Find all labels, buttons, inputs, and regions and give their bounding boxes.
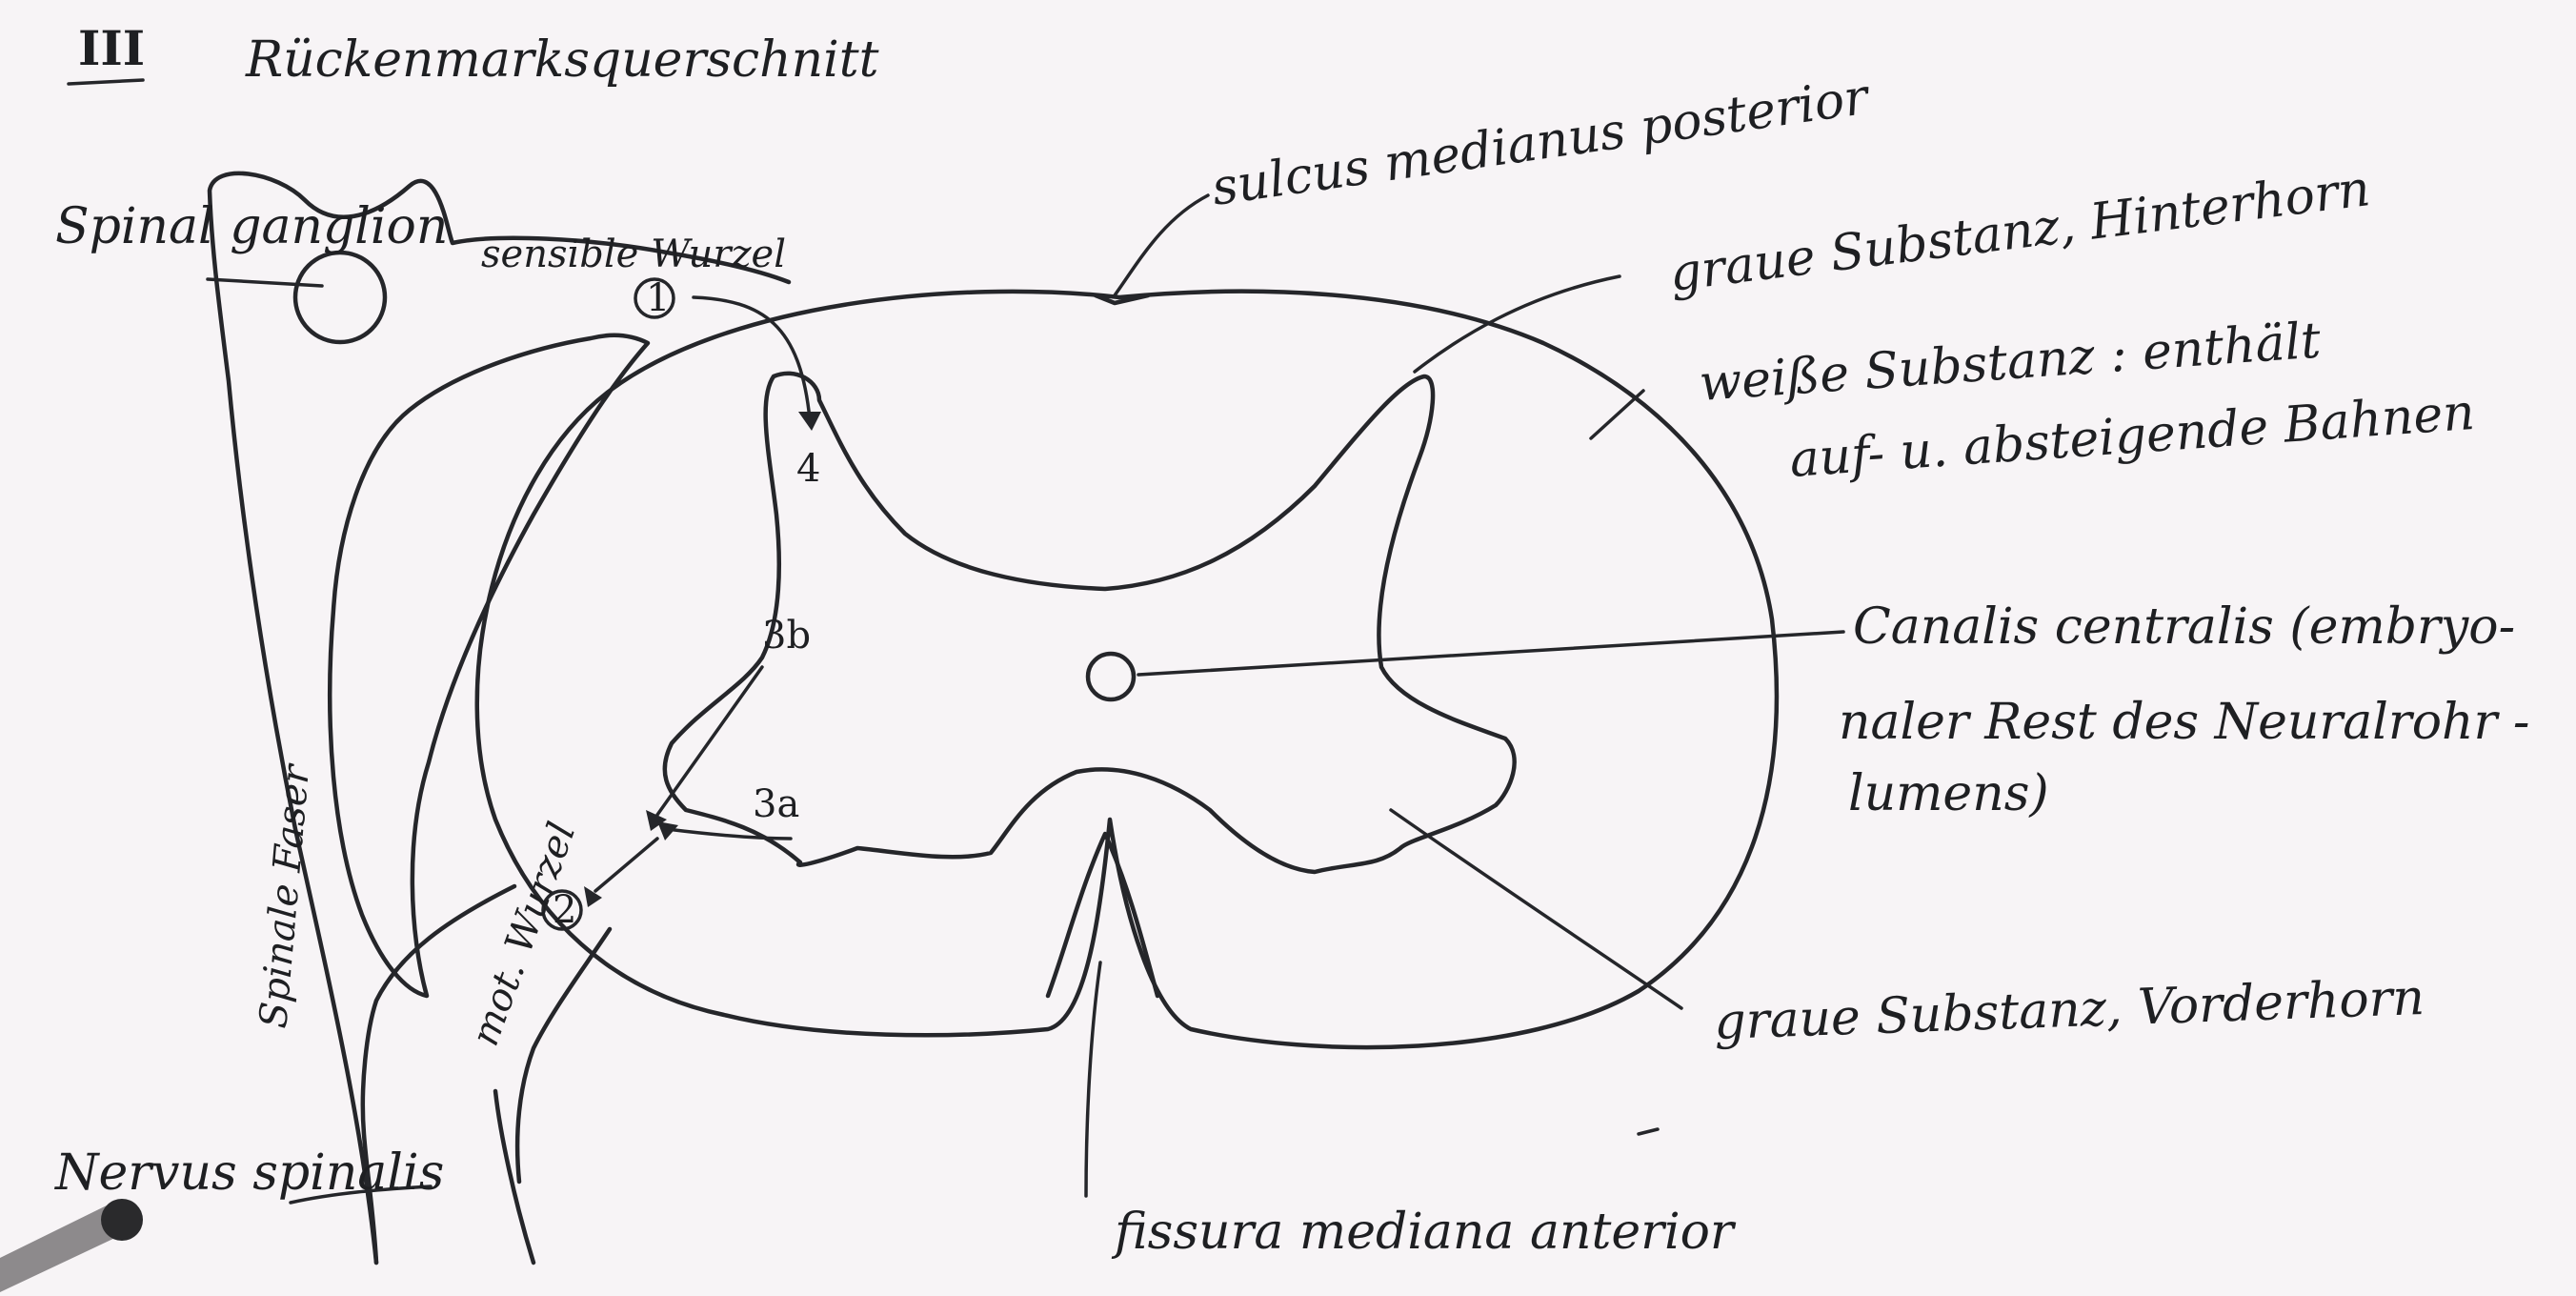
- leader-weisse: [1589, 389, 1645, 440]
- markers: 1 2 3a 3b 4: [541, 276, 820, 932]
- spinal-fiber-contour: [328, 333, 651, 999]
- label-mot-wurzel: mot. Wurzel: [463, 817, 584, 1051]
- pen-tip: [0, 1199, 143, 1292]
- spinal-ganglion-circle: [292, 250, 388, 345]
- marker-2: 2: [553, 888, 576, 932]
- leader-lines: [206, 193, 1845, 1205]
- arrow-head-2: [584, 886, 602, 907]
- fissura-groove: [1045, 831, 1160, 999]
- gray-matter-butterfly: [662, 371, 1517, 875]
- heading: III Rückenmarksquerschnitt: [67, 20, 879, 89]
- label-spinal-ganglion: Spinal ganglion: [55, 198, 448, 255]
- label-sensible-wurzel: sensible Wurzel: [481, 233, 786, 276]
- label-canalis-3: lumens): [1848, 765, 2049, 822]
- sulcus-notch: [1093, 293, 1151, 306]
- pathway-arrows: [584, 295, 821, 907]
- arrow-head-3a: [657, 821, 678, 840]
- heading-title: Rückenmarksquerschnitt: [245, 31, 879, 89]
- label-canalis-1: Canalis centralis (embryo-: [1853, 598, 2515, 656]
- arrow-head-3b: [646, 810, 667, 831]
- marker-3a: 3a: [753, 782, 799, 826]
- leader-vorderhorn: [1389, 808, 1683, 1010]
- label-spinal-ganglion-text: Spinal ganglion: [55, 198, 448, 255]
- label-fissura: fissura mediana anterior: [1111, 1204, 1737, 1261]
- spinal-nerve-outline: [207, 171, 792, 1266]
- arrow-to-2: [594, 837, 659, 893]
- marker-3b: 3b: [762, 614, 811, 658]
- leader-hinterhorn: [1413, 274, 1621, 374]
- stray-mark: [1637, 1127, 1660, 1136]
- leader-fissura: [1084, 961, 1102, 1198]
- arrow-head-4: [798, 412, 821, 431]
- marker-1-circle: [634, 277, 675, 319]
- arrow-3b-line: [655, 665, 764, 817]
- label-canalis-2: naler Rest des Neuralrohr -: [1839, 694, 2529, 751]
- pen-body: [0, 1203, 133, 1292]
- marker-4: 4: [796, 447, 820, 491]
- canalis-centralis-circle: [1085, 651, 1137, 702]
- leader-canalis: [1137, 630, 1845, 677]
- heading-number: III: [78, 20, 145, 76]
- spinal-cord: [474, 289, 1780, 1050]
- leader-sulcus: [1113, 193, 1210, 297]
- arrow-3a-line: [665, 827, 793, 840]
- label-hinterhorn: graue Substanz, Hinterhorn: [1666, 160, 2373, 303]
- label-weisse-2: auf- u. absteigende Bahnen: [1788, 384, 2477, 489]
- leader-nervus: [289, 1185, 433, 1205]
- nerve-outer-contour: [207, 171, 792, 1266]
- mot-root-lower-edge: [514, 926, 613, 1185]
- nerve-inner-contour: [360, 883, 517, 1266]
- leader-spinal-ganglion: [206, 277, 324, 288]
- marker-1: 1: [646, 276, 670, 320]
- label-vorderhorn: graue Substanz, Vorderhorn: [1713, 969, 2425, 1051]
- mot-root-contour: [493, 1088, 536, 1266]
- pen-cap: [101, 1199, 143, 1241]
- label-nervus-spinalis: Nervus spinalis: [53, 1144, 444, 1202]
- marker-2-circle: [541, 889, 583, 931]
- label-weisse-1: weiße Substanz : enthält: [1698, 313, 2323, 413]
- arrow-1-to-4: [692, 295, 812, 421]
- label-sulcus: sulcus medianus posterior: [1208, 68, 1874, 216]
- heading-underline: [67, 78, 145, 86]
- white-matter-outline: [474, 289, 1780, 1050]
